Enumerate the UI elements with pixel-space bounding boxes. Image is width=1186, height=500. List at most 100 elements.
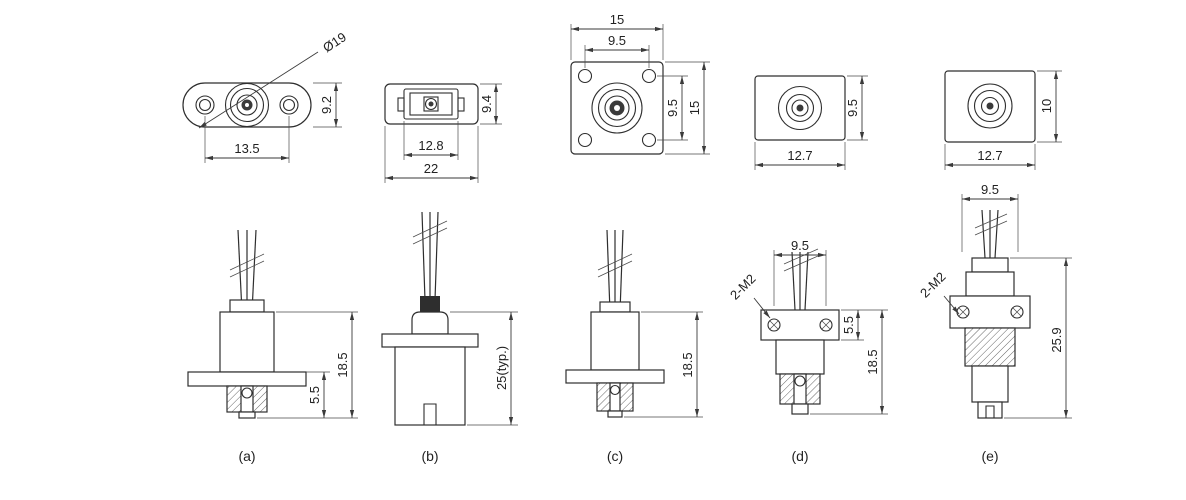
view-e-side: 9.5 2-M2 25.9 (e) xyxy=(917,182,1072,464)
dim-label-d-total-height: 18.5 xyxy=(865,349,880,374)
header-cap xyxy=(599,301,631,313)
break-mark xyxy=(229,253,265,271)
dim-label-d-block-width: 9.5 xyxy=(791,238,809,253)
ferrule-housing xyxy=(423,96,439,112)
dim-label-d-width: 12.7 xyxy=(787,148,812,163)
tip xyxy=(791,403,809,415)
diameter-leader xyxy=(198,51,319,129)
connector-face xyxy=(591,82,643,134)
mount-hole-right xyxy=(279,95,299,115)
view-label-e: (e) xyxy=(981,448,998,464)
lead-wire xyxy=(791,251,796,311)
lead-wire xyxy=(994,209,999,259)
view-a-side: 5.5 18.5 (a) xyxy=(187,229,358,464)
screw-block xyxy=(760,309,840,341)
ferrule xyxy=(241,387,253,399)
lead-wire xyxy=(619,229,624,313)
screw-leader xyxy=(943,295,960,315)
header-cap xyxy=(971,257,1009,273)
dim-label-d-height: 9.5 xyxy=(845,99,860,117)
view-e-top: 10 12.7 xyxy=(944,70,1062,170)
bottom-slot xyxy=(985,405,995,418)
view-label-c: (c) xyxy=(607,448,623,464)
dim-label-b-height: 9.4 xyxy=(479,95,494,113)
lead-wire xyxy=(251,229,257,313)
view-d-side: 9.5 2-M2 5.5 18.5 (d) xyxy=(727,238,888,464)
dim-label-d-screws: 2-M2 xyxy=(727,271,759,303)
dim-label-a-total-height: 18.5 xyxy=(335,352,350,377)
lead-wire xyxy=(981,209,986,259)
view-label-b: (b) xyxy=(421,448,438,464)
screw-leader xyxy=(753,297,771,319)
dim-label-a-height: 9.2 xyxy=(319,96,334,114)
plug-body xyxy=(971,365,1009,403)
mount-hole xyxy=(577,132,593,148)
mount-hole xyxy=(577,68,593,84)
body xyxy=(775,339,825,375)
flange xyxy=(565,369,665,384)
view-c-top: 15 9.5 9.5 15 xyxy=(570,12,710,155)
view-b-side: 25(typ.) (b) xyxy=(381,211,518,464)
break-mark xyxy=(229,260,265,278)
dim-label-e-width: 12.7 xyxy=(977,148,1002,163)
mount-hole xyxy=(641,68,657,84)
mount-hole-left xyxy=(195,95,215,115)
lead-wire xyxy=(804,251,809,311)
dim-label-c-total-height: 18.5 xyxy=(680,352,695,377)
dim-label-e-total-height: 25.9 xyxy=(1049,327,1064,352)
connector-face xyxy=(224,82,270,128)
connector-face xyxy=(777,85,823,131)
sc-body xyxy=(403,88,459,120)
break-mark xyxy=(412,227,448,245)
connector-face xyxy=(967,83,1013,129)
break-mark xyxy=(974,213,1008,229)
housing xyxy=(394,346,466,426)
view-label-a: (a) xyxy=(238,448,255,464)
body xyxy=(219,311,275,373)
ferrule xyxy=(794,375,806,387)
body xyxy=(965,271,1015,297)
view-b-top: 12.8 22 9.4 xyxy=(384,83,502,183)
flange xyxy=(381,333,479,348)
screw-hole xyxy=(1010,305,1024,319)
screw-hole xyxy=(819,318,833,332)
flange xyxy=(187,371,307,387)
tip xyxy=(238,411,256,419)
tip xyxy=(607,410,623,418)
lead-wire xyxy=(606,229,611,313)
plug-tip xyxy=(977,401,1003,419)
break-mark xyxy=(597,260,633,278)
dim-label-e-screws: 2-M2 xyxy=(917,269,949,301)
dim-label-b-flange-width: 22 xyxy=(424,161,438,176)
view-d-top: 9.5 12.7 xyxy=(754,75,868,170)
screw-block xyxy=(949,295,1031,329)
dim-label-c-flange-height: 15 xyxy=(687,101,702,115)
dim-label-a-mount-height: 5.5 xyxy=(307,386,322,404)
body xyxy=(590,311,640,371)
dim-label-c-hole-spacing-v: 9.5 xyxy=(665,99,680,117)
mount-hole xyxy=(641,132,657,148)
neck xyxy=(420,296,440,312)
lead-wire xyxy=(237,229,243,313)
lead-wire xyxy=(434,211,439,301)
ferrule xyxy=(609,384,621,396)
break-mark xyxy=(783,255,819,272)
cap-dome xyxy=(411,311,449,335)
break-mark xyxy=(412,220,448,238)
dim-label-e-height: 10 xyxy=(1039,99,1054,113)
bottom-slot xyxy=(423,403,437,425)
lead-wire xyxy=(421,211,426,301)
dim-label-c-flange-width: 15 xyxy=(610,12,624,27)
view-c-side: 18.5 (c) xyxy=(565,229,703,464)
break-mark xyxy=(974,220,1008,236)
dim-label-b-body-width: 12.8 xyxy=(418,138,443,153)
header-cap xyxy=(229,299,265,313)
dim-label-e-block-width: 9.5 xyxy=(981,182,999,197)
dim-label-a-diameter: Ø19 xyxy=(320,29,349,55)
view-label-d: (d) xyxy=(791,448,808,464)
dim-label-c-hole-spacing-h: 9.5 xyxy=(608,33,626,48)
coupling-nut xyxy=(964,327,1016,367)
screw-hole xyxy=(767,318,781,332)
